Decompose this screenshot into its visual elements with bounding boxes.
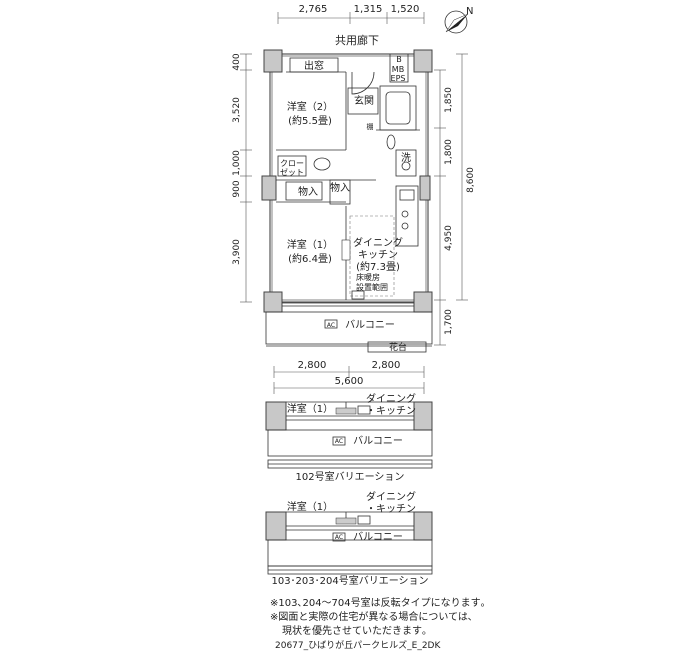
var2-dk-label-2: ・キッチン [366, 503, 416, 515]
var1-room-label: 洋室（1） [287, 402, 333, 415]
var2-ac-label: AC [335, 534, 343, 541]
right-dim-4: 4,950 [444, 225, 454, 251]
pillar [413, 49, 433, 73]
var1-caption: 102号室バリエーション [296, 470, 405, 483]
bay-window-label: 出窓 [304, 59, 324, 72]
var2-caption: 103･203･204号室バリエーション [271, 574, 428, 587]
closet-label-1: クロー [280, 159, 304, 168]
var2-dk-label-1: ダイニング [366, 490, 416, 503]
mb-label: MB [392, 65, 404, 74]
dk-label-1: ダイニング [353, 236, 403, 249]
variation-103-plan [265, 511, 433, 575]
var2-room-label: 洋室（1） [287, 500, 333, 513]
closet-label-2: ゼット [280, 167, 304, 177]
right-dim-3: 8,600 [466, 167, 476, 193]
var1-ac-label: AC [335, 438, 343, 445]
top-dimension-line [277, 12, 425, 24]
var2-balcony-label: バルコニー [353, 531, 403, 543]
b-label: B [396, 55, 402, 64]
left-dim-3: 1,000 [232, 150, 242, 176]
variation-102-plan [265, 401, 433, 469]
main-plan [261, 49, 433, 353]
pillar [263, 49, 283, 73]
var1-balcony-label: バルコニー [353, 435, 403, 447]
entrance-label: 玄関 [354, 94, 374, 107]
balcony-label: バルコニー [345, 319, 395, 331]
right-dim-2: 1,800 [444, 139, 454, 165]
bottom-dim-1: 2,800 [298, 360, 327, 371]
pillar [419, 175, 431, 201]
bottom-dim-3: 5,600 [335, 376, 364, 387]
pillar [261, 175, 277, 201]
planter-label: 花台 [389, 341, 407, 353]
note-discrepancy: ※図面と実際の住宅が異なる場合については､ [270, 612, 473, 623]
storage-label-1: 物入 [298, 185, 318, 198]
room1-label: 洋室（1） [287, 238, 333, 251]
storage-label-2: 物入 [330, 181, 350, 194]
right-dim-5: 1,700 [444, 309, 454, 335]
var1-dk-label-2: ・キッチン [366, 405, 416, 417]
eps-label: EPS [391, 74, 406, 83]
note-reversed-type: ※103､204～704号室は反転タイプになります｡ [270, 598, 486, 609]
right-dimension-line [434, 53, 468, 346]
bottom-dim-2: 2,800 [372, 360, 401, 371]
room2-label: 洋室（2） [287, 100, 333, 113]
wash-label: 洗 [401, 152, 411, 164]
left-dim-2: 3,520 [232, 97, 242, 123]
left-dim-5: 3,900 [232, 239, 242, 265]
pillar [413, 291, 433, 313]
room2-size: (約5.5畳) [288, 114, 332, 127]
left-dim-4: 900 [232, 180, 242, 197]
left-dimension-line [240, 53, 252, 303]
dk-size: (約7.3畳) [356, 260, 400, 273]
left-dim-1: 400 [232, 53, 242, 70]
room1-size: (約6.4畳) [288, 252, 332, 265]
top-dim-2: 1,315 [354, 4, 383, 15]
bottom-dimension-line [273, 366, 425, 394]
footer-code: 20677_ひばりが丘パークヒルズ_E_2DK [275, 641, 441, 651]
north-arrow-icon [444, 10, 469, 34]
ac-label: AC [327, 322, 335, 329]
top-dim-1: 2,765 [299, 4, 328, 15]
pillar [263, 291, 283, 313]
floor-heating-label-1: 床暖房 [356, 272, 380, 282]
note-current-state: 現状を優先させていただきます｡ [282, 626, 427, 637]
corridor-label: 共用廊下 [335, 33, 379, 47]
top-dim-3: 1,520 [391, 4, 420, 15]
dk-label-2: キッチン [358, 249, 398, 261]
floor-heating-label-2: 設置範囲 [356, 282, 388, 292]
north-label: N [466, 6, 473, 17]
shoe-cabinet-label: 棚 [367, 122, 374, 131]
right-dim-1: 1,850 [444, 87, 454, 113]
var1-dk-label-1: ダイニング [366, 392, 416, 405]
